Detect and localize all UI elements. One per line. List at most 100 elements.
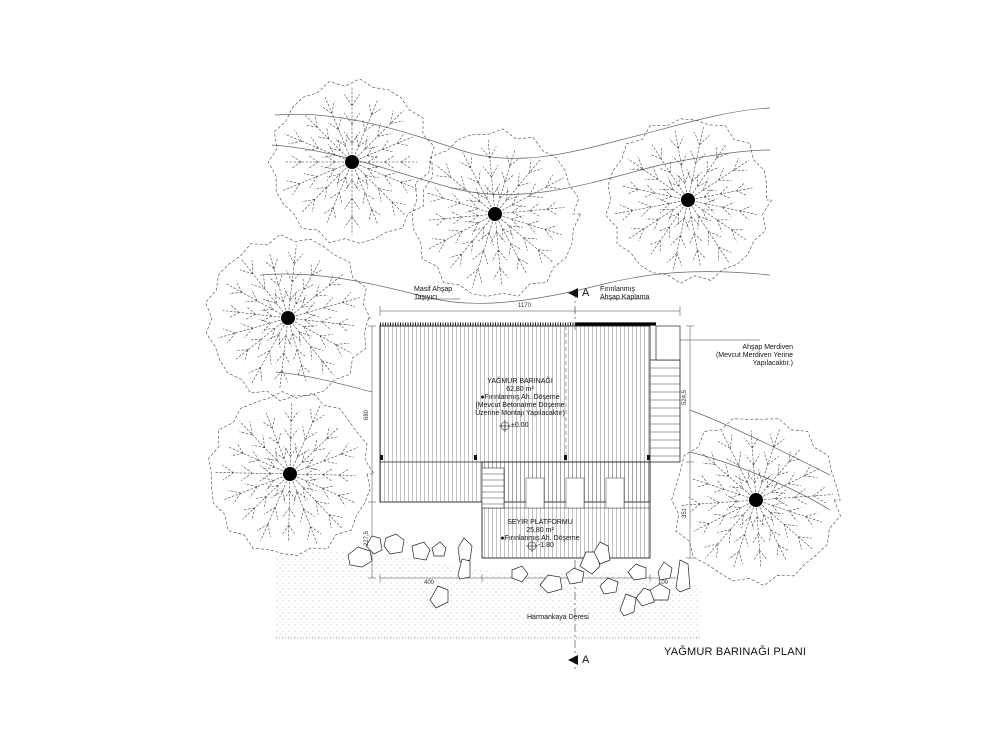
tree-trunk (345, 155, 359, 169)
dim-bottom-left: 400 (424, 580, 435, 586)
tree-branch (256, 473, 291, 541)
tree-branch (351, 110, 404, 163)
shelter-note-2: Üzerine Montajı Yapılacaktır) (475, 410, 565, 417)
room-label-shelter: YAĞMUR BARINAĞI 62,80 m² ●Fırınlanmış Ah… (475, 378, 565, 418)
tree-branch (494, 213, 530, 274)
tree-branch (701, 451, 757, 501)
tree-branch (717, 430, 757, 501)
tree-trunk (681, 193, 695, 207)
tree-branch (321, 96, 353, 163)
tree-branch (685, 199, 707, 267)
dim-left-height: 680 (364, 409, 370, 420)
tree-branch (287, 317, 335, 376)
tree-branch (351, 99, 382, 163)
tree-branch (284, 129, 353, 163)
platform-name: SEYİR PLATFORMU (507, 519, 573, 526)
tree-branch (344, 86, 360, 162)
tree-branch (305, 115, 353, 163)
tree-branch (289, 426, 340, 475)
tree-canopies (205, 78, 841, 586)
tree-branch (755, 499, 823, 527)
tree-branch (494, 149, 520, 215)
tree-branch (289, 443, 358, 475)
tree-branch (686, 126, 710, 201)
tree-branch (755, 449, 801, 501)
tree-branch (283, 245, 304, 319)
tree-branch (490, 213, 509, 286)
dim-right-lower: 351 (682, 507, 688, 518)
tree-branch (226, 280, 289, 319)
stair-plan (649, 325, 681, 463)
tree-branch (466, 213, 496, 288)
level-marker-shelter (499, 420, 511, 432)
tree-trunk (488, 207, 502, 221)
tree-branch (449, 213, 496, 268)
rocks (347, 533, 691, 617)
tree-branch (621, 180, 689, 202)
tree-branch (284, 154, 352, 170)
tree-canopy-outline (205, 234, 371, 402)
tree-branch (459, 152, 496, 215)
leader-lines (414, 298, 760, 341)
tree-1 (267, 78, 435, 244)
tree-canopy-outline (605, 118, 773, 284)
tree-3 (605, 118, 773, 284)
tree-branch (351, 161, 418, 193)
tree-branch (351, 161, 382, 225)
tree-canopy-outline (671, 418, 841, 586)
tree-trunk (283, 467, 297, 481)
label-firinlanmis-kaplama: Fırınlanmış Ahşap Kaplama (600, 286, 649, 302)
tree-branch (750, 499, 768, 568)
label-merdiven-line2: (Mevcut Merdiven Yerine (715, 352, 793, 359)
tree-canopy-outline (411, 128, 581, 297)
tree-branch (242, 473, 291, 520)
tree-branch (289, 473, 355, 507)
tree-branch (667, 199, 690, 272)
tree-branch (248, 317, 289, 384)
label-ahsap-merdiven: Ahşap Merdiven (Mevcut Merdiven Yerine Y… (688, 344, 793, 368)
tree-branch (289, 405, 325, 475)
tree-trunk (749, 493, 763, 507)
tree-branch (273, 317, 293, 388)
tree-branch (282, 161, 353, 196)
tree-branch (494, 213, 562, 240)
tree-branch (692, 474, 757, 501)
shelter-name: YAĞMUR BARINAĞI (487, 378, 553, 385)
tree-branch (351, 161, 406, 216)
tree-branch (687, 157, 750, 201)
section-marker-bottom: A (582, 654, 590, 666)
tree-branch (239, 258, 289, 319)
tree-branch (494, 158, 543, 215)
tree-branch (681, 494, 757, 513)
tree-4 (205, 234, 371, 402)
dim-right-height: 524,5 (682, 389, 688, 405)
tree-branch (287, 317, 311, 382)
tree-branch (494, 174, 564, 215)
room-label-platform: SEYİR PLATFORMU 25,80 m² ●Fırınlanmış Ah… (500, 519, 579, 543)
shelter-floor: ●Fırınlanmış Ah. Döşeme (480, 394, 560, 401)
tree-branch (687, 199, 732, 264)
tree-branch (744, 430, 762, 501)
tree-branch (239, 421, 291, 475)
level-marker-platform (526, 540, 538, 552)
tree-canopy-outline (267, 78, 435, 244)
dimension-lines (368, 306, 694, 582)
tree-branch (289, 467, 356, 483)
tree-branch (755, 499, 813, 550)
tree-branch (214, 464, 291, 482)
creek-label: Harmankaya Deresi (527, 614, 589, 621)
section-marker-top: A (582, 287, 590, 299)
label-merdiven-line3: Yapılacaktır.) (752, 360, 793, 367)
drawing-title: YAĞMUR BARINAĞI PLANI (664, 646, 807, 658)
dim-top-width: 1170 (518, 303, 531, 309)
tree-trunk (281, 311, 295, 325)
dim-bottom-right: 100 (658, 580, 669, 586)
tree-branch (287, 291, 361, 319)
contour-lines (259, 107, 831, 511)
tree-branch (755, 429, 785, 501)
tree-branch (687, 199, 747, 242)
tree-branch (628, 199, 689, 241)
tree-branch (693, 499, 757, 535)
tree-branch (262, 412, 291, 475)
